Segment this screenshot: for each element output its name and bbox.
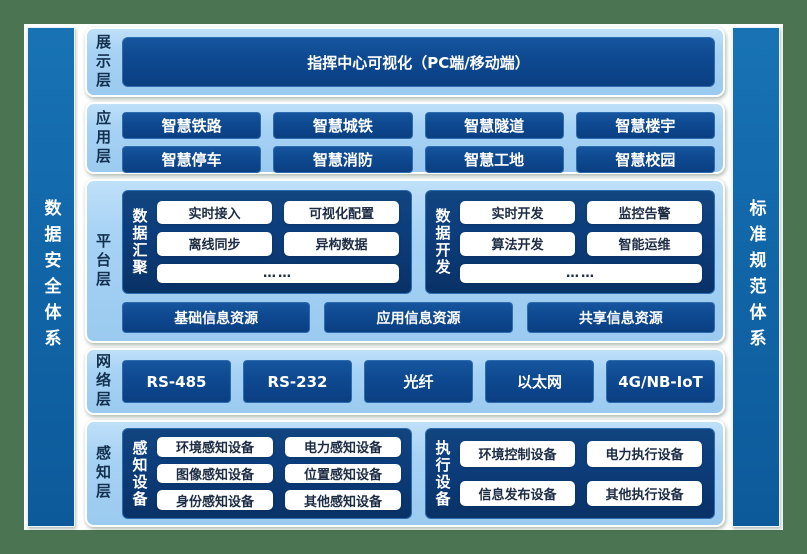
network-box: 光纤 <box>364 360 473 403</box>
device-box: 环境控制设备 <box>460 441 575 467</box>
capability-box: 智能运维 <box>587 232 702 256</box>
network-box: 以太网 <box>485 360 594 403</box>
application-layer-label: 应用层 <box>94 109 112 167</box>
actuator-devices-grid: 环境控制设备 电力执行设备 信息发布设备 其他执行设备 <box>460 429 714 518</box>
perception-layer-panel: 感知层 感知设备 环境感知设备 电力感知设备 图像感知设备 位置 <box>85 420 725 527</box>
presentation-layer-body: 指挥中心可视化（PC端/移动端） <box>120 29 723 95</box>
capability-box: 实时开发 <box>460 201 575 225</box>
device-box: 其他执行设备 <box>587 480 702 506</box>
layers-column: 展示层 指挥中心可视化（PC端/移动端） 应用层 智慧铁路 智慧城铁 智慧隧道 … <box>85 24 725 530</box>
device-box: 环境感知设备 <box>157 437 273 457</box>
device-box: 身份感知设备 <box>157 490 273 510</box>
more-ellipsis-box: …… <box>157 263 399 283</box>
diagram-content-area: 数据安全体系 标准规范体系 展示层 指挥中心可视化（PC端/移动端） 应用层 <box>24 24 783 530</box>
perception-layer-body: 感知设备 环境感知设备 电力感知设备 图像感知设备 位置感知设备 身份感知设备 … <box>120 422 723 525</box>
data-security-bar: 数据安全体系 <box>27 27 75 527</box>
device-box: 信息发布设备 <box>460 480 575 506</box>
capability-box: 监控告警 <box>587 201 702 225</box>
capability-box: 实时接入 <box>157 201 272 225</box>
actuator-devices-group-label: 执行设备 <box>433 439 452 508</box>
platform-layer-body: 数据汇聚 实时接入 可视化配置 离线同步 异构数据 …… <box>120 181 723 341</box>
application-box: 智慧停车 <box>122 146 262 173</box>
device-box: 其他感知设备 <box>285 490 401 510</box>
platform-layer-panel: 平台层 数据汇聚 实时接入 可视化配置 离线同步 异构数据 <box>85 179 725 343</box>
sensing-devices-group-label: 感知设备 <box>130 439 149 508</box>
sensing-devices-group: 感知设备 环境感知设备 电力感知设备 图像感知设备 位置感知设备 身份感知设备 … <box>122 428 412 519</box>
perception-layer-label: 感知层 <box>94 445 112 502</box>
capability-box: 算法开发 <box>460 232 575 256</box>
perception-groups-row: 感知设备 环境感知设备 电力感知设备 图像感知设备 位置感知设备 身份感知设备 … <box>122 428 715 519</box>
data-aggregation-grid: 实时接入 可视化配置 离线同步 异构数据 …… <box>157 191 411 293</box>
application-box: 智慧校园 <box>575 146 715 173</box>
sensing-devices-grid: 环境感知设备 电力感知设备 图像感知设备 位置感知设备 身份感知设备 其他感知设… <box>157 429 411 518</box>
network-box: RS-232 <box>243 360 352 403</box>
data-development-grid: 实时开发 监控告警 算法开发 智能运维 …… <box>460 191 714 293</box>
actuator-devices-group: 执行设备 环境控制设备 电力执行设备 信息发布设备 其他执行设备 <box>425 428 715 519</box>
presentation-layer-label: 展示层 <box>94 33 112 91</box>
application-box: 智慧消防 <box>273 146 413 173</box>
device-box: 电力执行设备 <box>587 441 702 467</box>
resource-box: 共享信息资源 <box>526 302 715 333</box>
presentation-layer-panel: 展示层 指挥中心可视化（PC端/移动端） <box>85 27 725 97</box>
application-box: 智慧铁路 <box>122 112 262 139</box>
application-box: 智慧楼宇 <box>575 112 715 139</box>
capability-box: 可视化配置 <box>284 201 399 225</box>
device-box: 位置感知设备 <box>285 463 401 484</box>
command-center-visualization-box: 指挥中心可视化（PC端/移动端） <box>122 37 715 87</box>
data-development-group-label: 数据开发 <box>433 208 452 276</box>
data-development-group: 数据开发 实时开发 监控告警 算法开发 智能运维 …… <box>425 190 715 294</box>
standards-bar-label: 标准规范体系 <box>745 199 766 355</box>
network-layer-label: 网络层 <box>94 353 112 410</box>
network-layer-body: RS-485 RS-232 光纤 以太网 4G/NB-IoT <box>120 350 723 413</box>
standards-bar: 标准规范体系 <box>732 27 780 527</box>
device-box: 图像感知设备 <box>157 463 273 484</box>
resource-box: 应用信息资源 <box>324 302 513 333</box>
application-layer-panel: 应用层 智慧铁路 智慧城铁 智慧隧道 智慧楼宇 智慧停车 智慧消防 智慧工地 智… <box>85 102 725 174</box>
network-box: 4G/NB-IoT <box>606 360 715 403</box>
application-layer-body: 智慧铁路 智慧城铁 智慧隧道 智慧楼宇 智慧停车 智慧消防 智慧工地 智慧校园 <box>120 104 723 173</box>
application-box: 智慧工地 <box>424 146 564 173</box>
capability-box: 异构数据 <box>284 232 399 256</box>
resource-box: 基础信息资源 <box>122 302 311 333</box>
data-aggregation-group-label: 数据汇聚 <box>130 208 149 276</box>
more-ellipsis-box: …… <box>460 263 702 283</box>
network-layer-panel: 网络层 RS-485 RS-232 光纤 以太网 4G/NB-IoT <box>85 348 725 415</box>
platform-layer-label: 平台层 <box>94 232 112 290</box>
device-box: 电力感知设备 <box>285 437 401 457</box>
capability-box: 离线同步 <box>157 232 272 256</box>
data-aggregation-group: 数据汇聚 实时接入 可视化配置 离线同步 异构数据 …… <box>122 190 412 294</box>
application-box: 智慧城铁 <box>273 112 413 139</box>
platform-groups-row: 数据汇聚 实时接入 可视化配置 离线同步 异构数据 …… <box>122 190 715 294</box>
data-security-bar-label: 数据安全体系 <box>40 199 61 355</box>
information-resources-row: 基础信息资源 应用信息资源 共享信息资源 <box>122 302 715 333</box>
application-box: 智慧隧道 <box>424 112 564 139</box>
network-box: RS-485 <box>122 360 231 403</box>
